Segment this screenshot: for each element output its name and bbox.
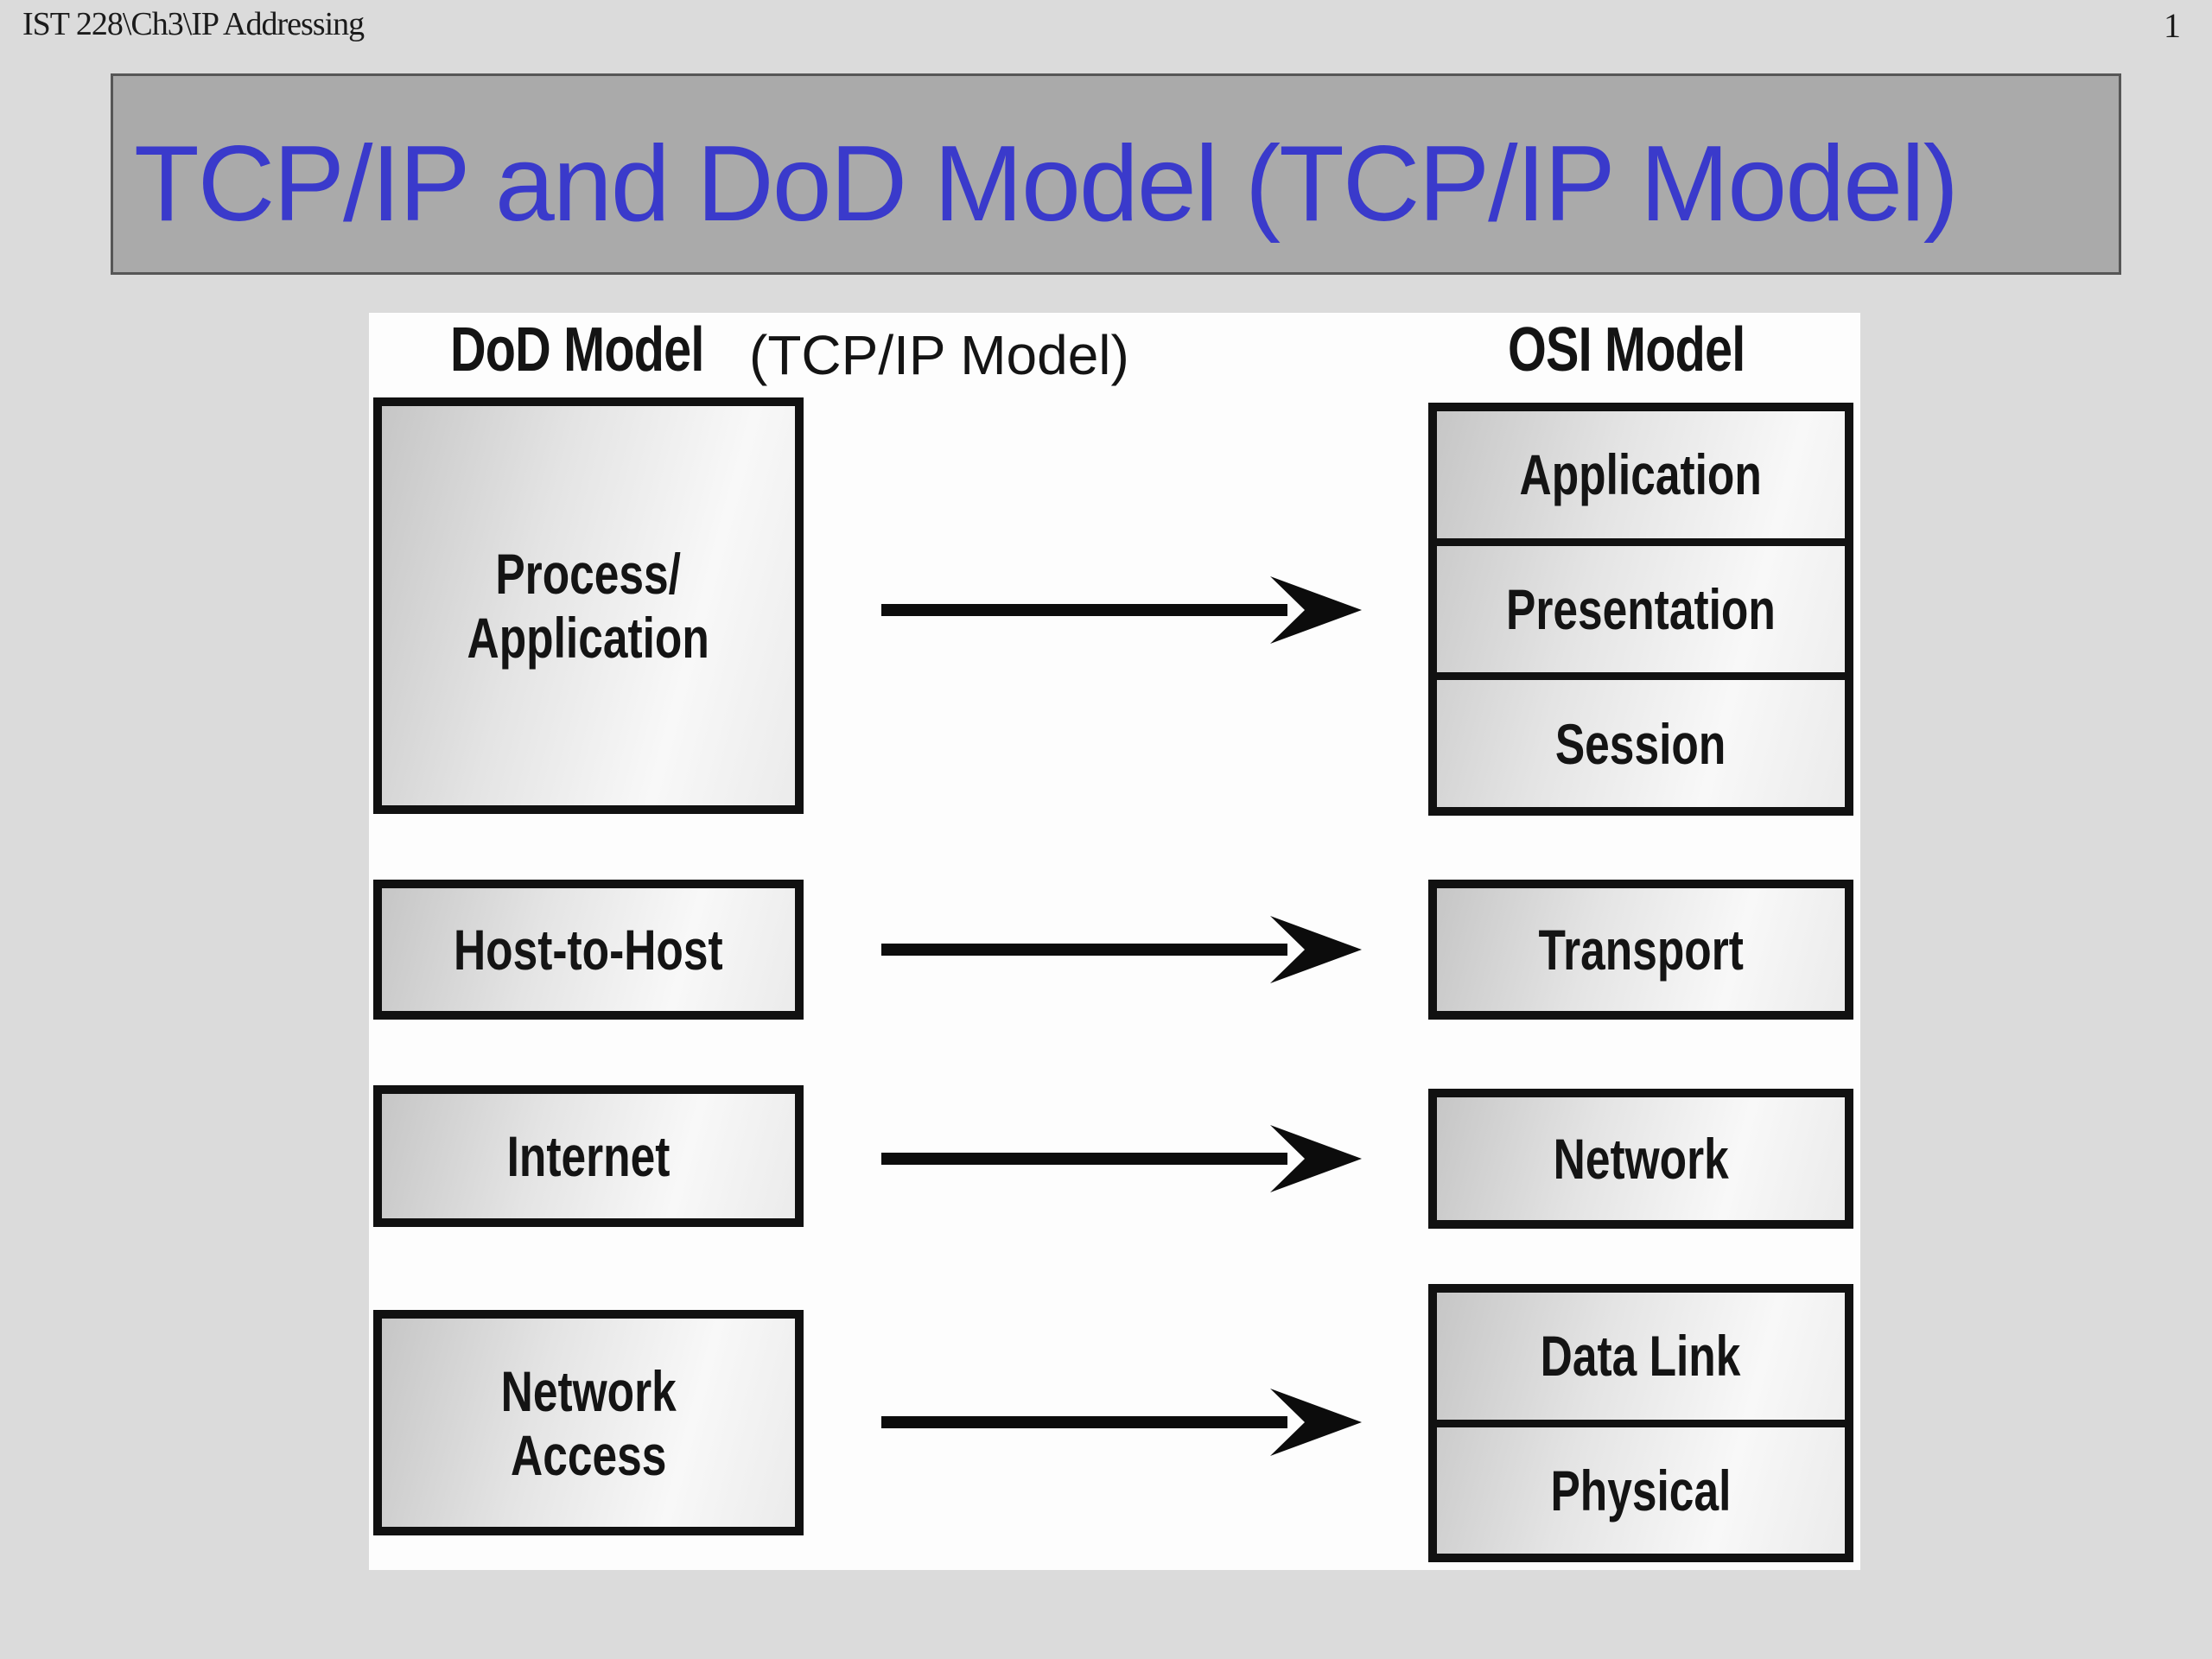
osi-layer-network: Network xyxy=(1428,1089,1853,1229)
arrow-icon-process-to-upper-layers xyxy=(881,576,1362,644)
arrow-icon-internet-to-network xyxy=(881,1125,1362,1192)
osi-layer-label: Physical xyxy=(1550,1458,1732,1522)
osi-layer-application: Application xyxy=(1437,411,1845,538)
label-line: Network xyxy=(500,1358,677,1423)
dod-layer-label: Host-to-Host xyxy=(454,918,723,982)
osi-layer-label: Network xyxy=(1553,1127,1729,1191)
osi-layer-data-link: Data Link xyxy=(1437,1293,1845,1420)
osi-layer-label: Transport xyxy=(1538,918,1744,982)
dod-layer-label: Process/ Application xyxy=(467,542,709,670)
arrow-icon-host-to-transport xyxy=(881,916,1362,983)
osi-layer-session: Session xyxy=(1437,672,1845,807)
osi-layer-presentation: Presentation xyxy=(1437,537,1845,673)
osi-model-header: OSI Model xyxy=(1508,315,1745,385)
diagram-panel: DoD Model (TCP/IP Model) OSI Model Proce… xyxy=(369,313,1860,1570)
arrow-icon-netaccess-to-datalink-physical xyxy=(881,1389,1362,1456)
title-bar: TCP/IP and DoD Model (TCP/IP Model) xyxy=(111,73,2121,275)
osi-layer-transport: Transport xyxy=(1428,880,1853,1020)
slide-header-text: IST 228\Ch3\IP Addressing xyxy=(22,6,365,42)
osi-layer-label: Data Link xyxy=(1541,1324,1741,1389)
page-number: 1 xyxy=(2164,6,2181,45)
dod-layer-process-application: Process/ Application xyxy=(373,397,804,814)
osi-layer-label: Presentation xyxy=(1506,577,1776,641)
osi-layer-label: Application xyxy=(1519,442,1763,507)
dod-layer-host-to-host: Host-to-Host xyxy=(373,880,804,1020)
dod-layer-network-access: Network Access xyxy=(373,1310,804,1535)
osi-layer-physical: Physical xyxy=(1437,1419,1845,1554)
label-line: Process/ xyxy=(495,542,682,606)
osi-layer-label: Session xyxy=(1555,711,1726,776)
label-line: Host-to-Host xyxy=(454,918,723,982)
tcpip-model-subheader: (TCP/IP Model) xyxy=(749,324,1129,386)
slide-title: TCP/IP and DoD Model (TCP/IP Model) xyxy=(134,124,1959,244)
osi-lower-layers-stack: Data Link Physical xyxy=(1428,1284,1853,1562)
dod-layer-internet: Internet xyxy=(373,1085,804,1227)
label-line: Access xyxy=(510,1422,667,1487)
label-line: Internet xyxy=(506,1124,671,1188)
dod-layer-label: Internet xyxy=(507,1124,671,1188)
label-line: Application xyxy=(467,606,710,670)
dod-model-header: DoD Model xyxy=(450,315,704,385)
dod-layer-label: Network Access xyxy=(500,1359,676,1487)
osi-upper-layers-stack: Application Presentation Session xyxy=(1428,403,1853,816)
